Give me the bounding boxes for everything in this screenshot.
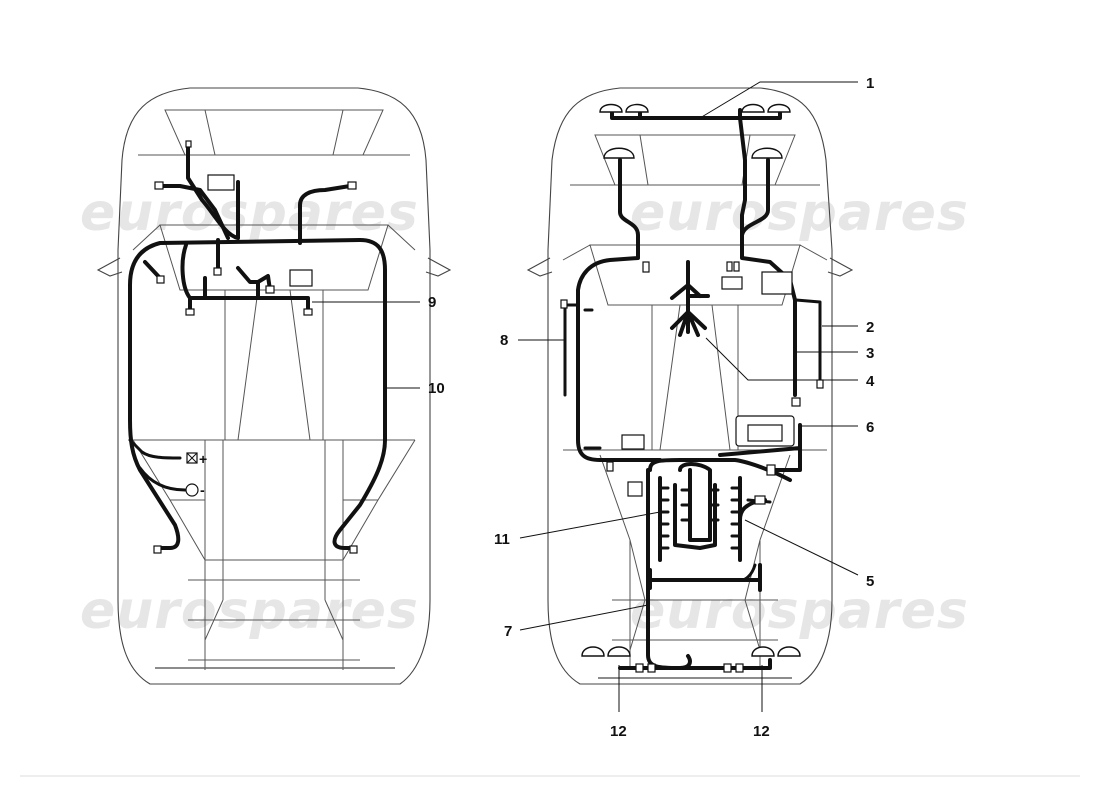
left-connector-7 (265, 285, 275, 294)
left-connector-6 (213, 267, 222, 276)
harness-6 (718, 423, 802, 472)
headlamp-right (751, 147, 783, 159)
callout-11: 11 (494, 531, 510, 548)
right-connector-4 (791, 397, 801, 407)
leader-5 (744, 519, 859, 576)
left-connector-9 (349, 545, 358, 554)
left-connector-1 (185, 308, 195, 316)
callout-7: 7 (504, 623, 512, 640)
right-connector-2 (726, 261, 733, 272)
left-car-rear-frame (132, 439, 416, 670)
right-connector-8 (735, 663, 744, 673)
harness-8 (563, 303, 602, 450)
left-car-hood (138, 109, 410, 156)
callout-3: 3 (866, 345, 874, 362)
left-connector-5 (156, 275, 165, 284)
harness-1-front-lamps (610, 108, 782, 120)
front-lamp-2 (625, 103, 649, 113)
battery-positive-label: + (199, 451, 207, 467)
right-module-box (621, 434, 645, 450)
callout-10: 10 (428, 380, 445, 397)
callout-4: 4 (866, 373, 875, 390)
harness-9-front (143, 142, 352, 314)
rear-lamp-4 (777, 646, 801, 657)
battery-negative-label: - (200, 482, 205, 498)
callout-1: 1 (866, 75, 874, 92)
headlamp-left (603, 147, 635, 159)
watermark-top-right: eurospares (630, 183, 969, 243)
callout-9: 9 (428, 294, 436, 311)
left-car: + - 9 10 (96, 87, 452, 685)
harness-10-outer-loop (128, 238, 387, 550)
harness-4-center (670, 260, 710, 337)
rear-lamp-1 (581, 646, 605, 657)
right-fuse-box (761, 271, 793, 295)
right-car: 1 2 3 4 6 5 8 11 7 12 12 (494, 75, 875, 740)
rear-lamp-2 (607, 646, 631, 657)
callout-8: 8 (500, 332, 508, 349)
right-relay-1 (721, 276, 743, 290)
harness-3-main-loop (576, 116, 797, 462)
front-lamps (599, 103, 791, 159)
callout-12-right: 12 (753, 723, 770, 740)
right-connector-12 (816, 379, 824, 389)
left-car-mirror-right (425, 257, 452, 277)
right-connector-1 (642, 261, 650, 273)
left-car-cabin (132, 224, 416, 441)
callout-5: 5 (866, 573, 874, 590)
right-connector-13 (606, 461, 614, 472)
left-relay-box (207, 174, 235, 191)
left-connector-4 (347, 181, 357, 190)
left-connector-2 (303, 308, 313, 316)
leader-11 (519, 511, 661, 539)
watermark-bottom-left: eurospares (80, 581, 419, 641)
right-connector-6 (754, 495, 766, 505)
left-car-mirror-left (96, 257, 123, 277)
watermarks: eurospares eurospares eurospares eurospa… (80, 183, 969, 641)
right-car-hood (570, 134, 820, 186)
right-car-cabin (562, 244, 828, 451)
left-connector-10 (185, 140, 192, 148)
harness-2 (794, 298, 822, 384)
watermark-bottom-right: eurospares (630, 581, 969, 641)
left-car-body-outline (117, 87, 431, 685)
battery-positive-cross (186, 452, 198, 464)
leader-7 (519, 604, 649, 631)
right-connector-5 (766, 464, 776, 476)
left-connector-3 (154, 181, 164, 190)
right-car-body-outline (547, 87, 833, 685)
callout-6: 6 (866, 419, 874, 436)
callout-12-left: 12 (610, 723, 627, 740)
callout-2: 2 (866, 319, 874, 336)
rear-lamps (581, 646, 801, 657)
battery-cell (747, 424, 783, 442)
right-connector-11 (560, 299, 568, 309)
leader-4 (705, 337, 858, 381)
right-connector-9 (635, 663, 644, 673)
front-lamp-3 (741, 103, 765, 113)
right-connector-3 (733, 261, 740, 272)
right-connector-10 (647, 663, 656, 673)
leader-1 (699, 81, 858, 119)
right-ecu-box (627, 481, 643, 497)
right-car-mirror-right (827, 257, 854, 277)
left-module-box (289, 269, 313, 287)
engine-injector-stubs (658, 486, 742, 550)
right-connector-7 (723, 663, 732, 673)
watermark-top-left: eurospares (80, 183, 419, 243)
front-lamp-1 (599, 103, 623, 113)
left-connector-8 (153, 545, 162, 554)
front-lamp-4 (767, 103, 791, 113)
right-car-mirror-left (526, 257, 553, 277)
battery-negative-terminal (185, 483, 199, 497)
harness-11-engine (648, 458, 792, 592)
harness-battery-leads (128, 438, 187, 492)
right-car-rear-frame (599, 454, 791, 670)
rear-lamp-3 (751, 646, 775, 657)
